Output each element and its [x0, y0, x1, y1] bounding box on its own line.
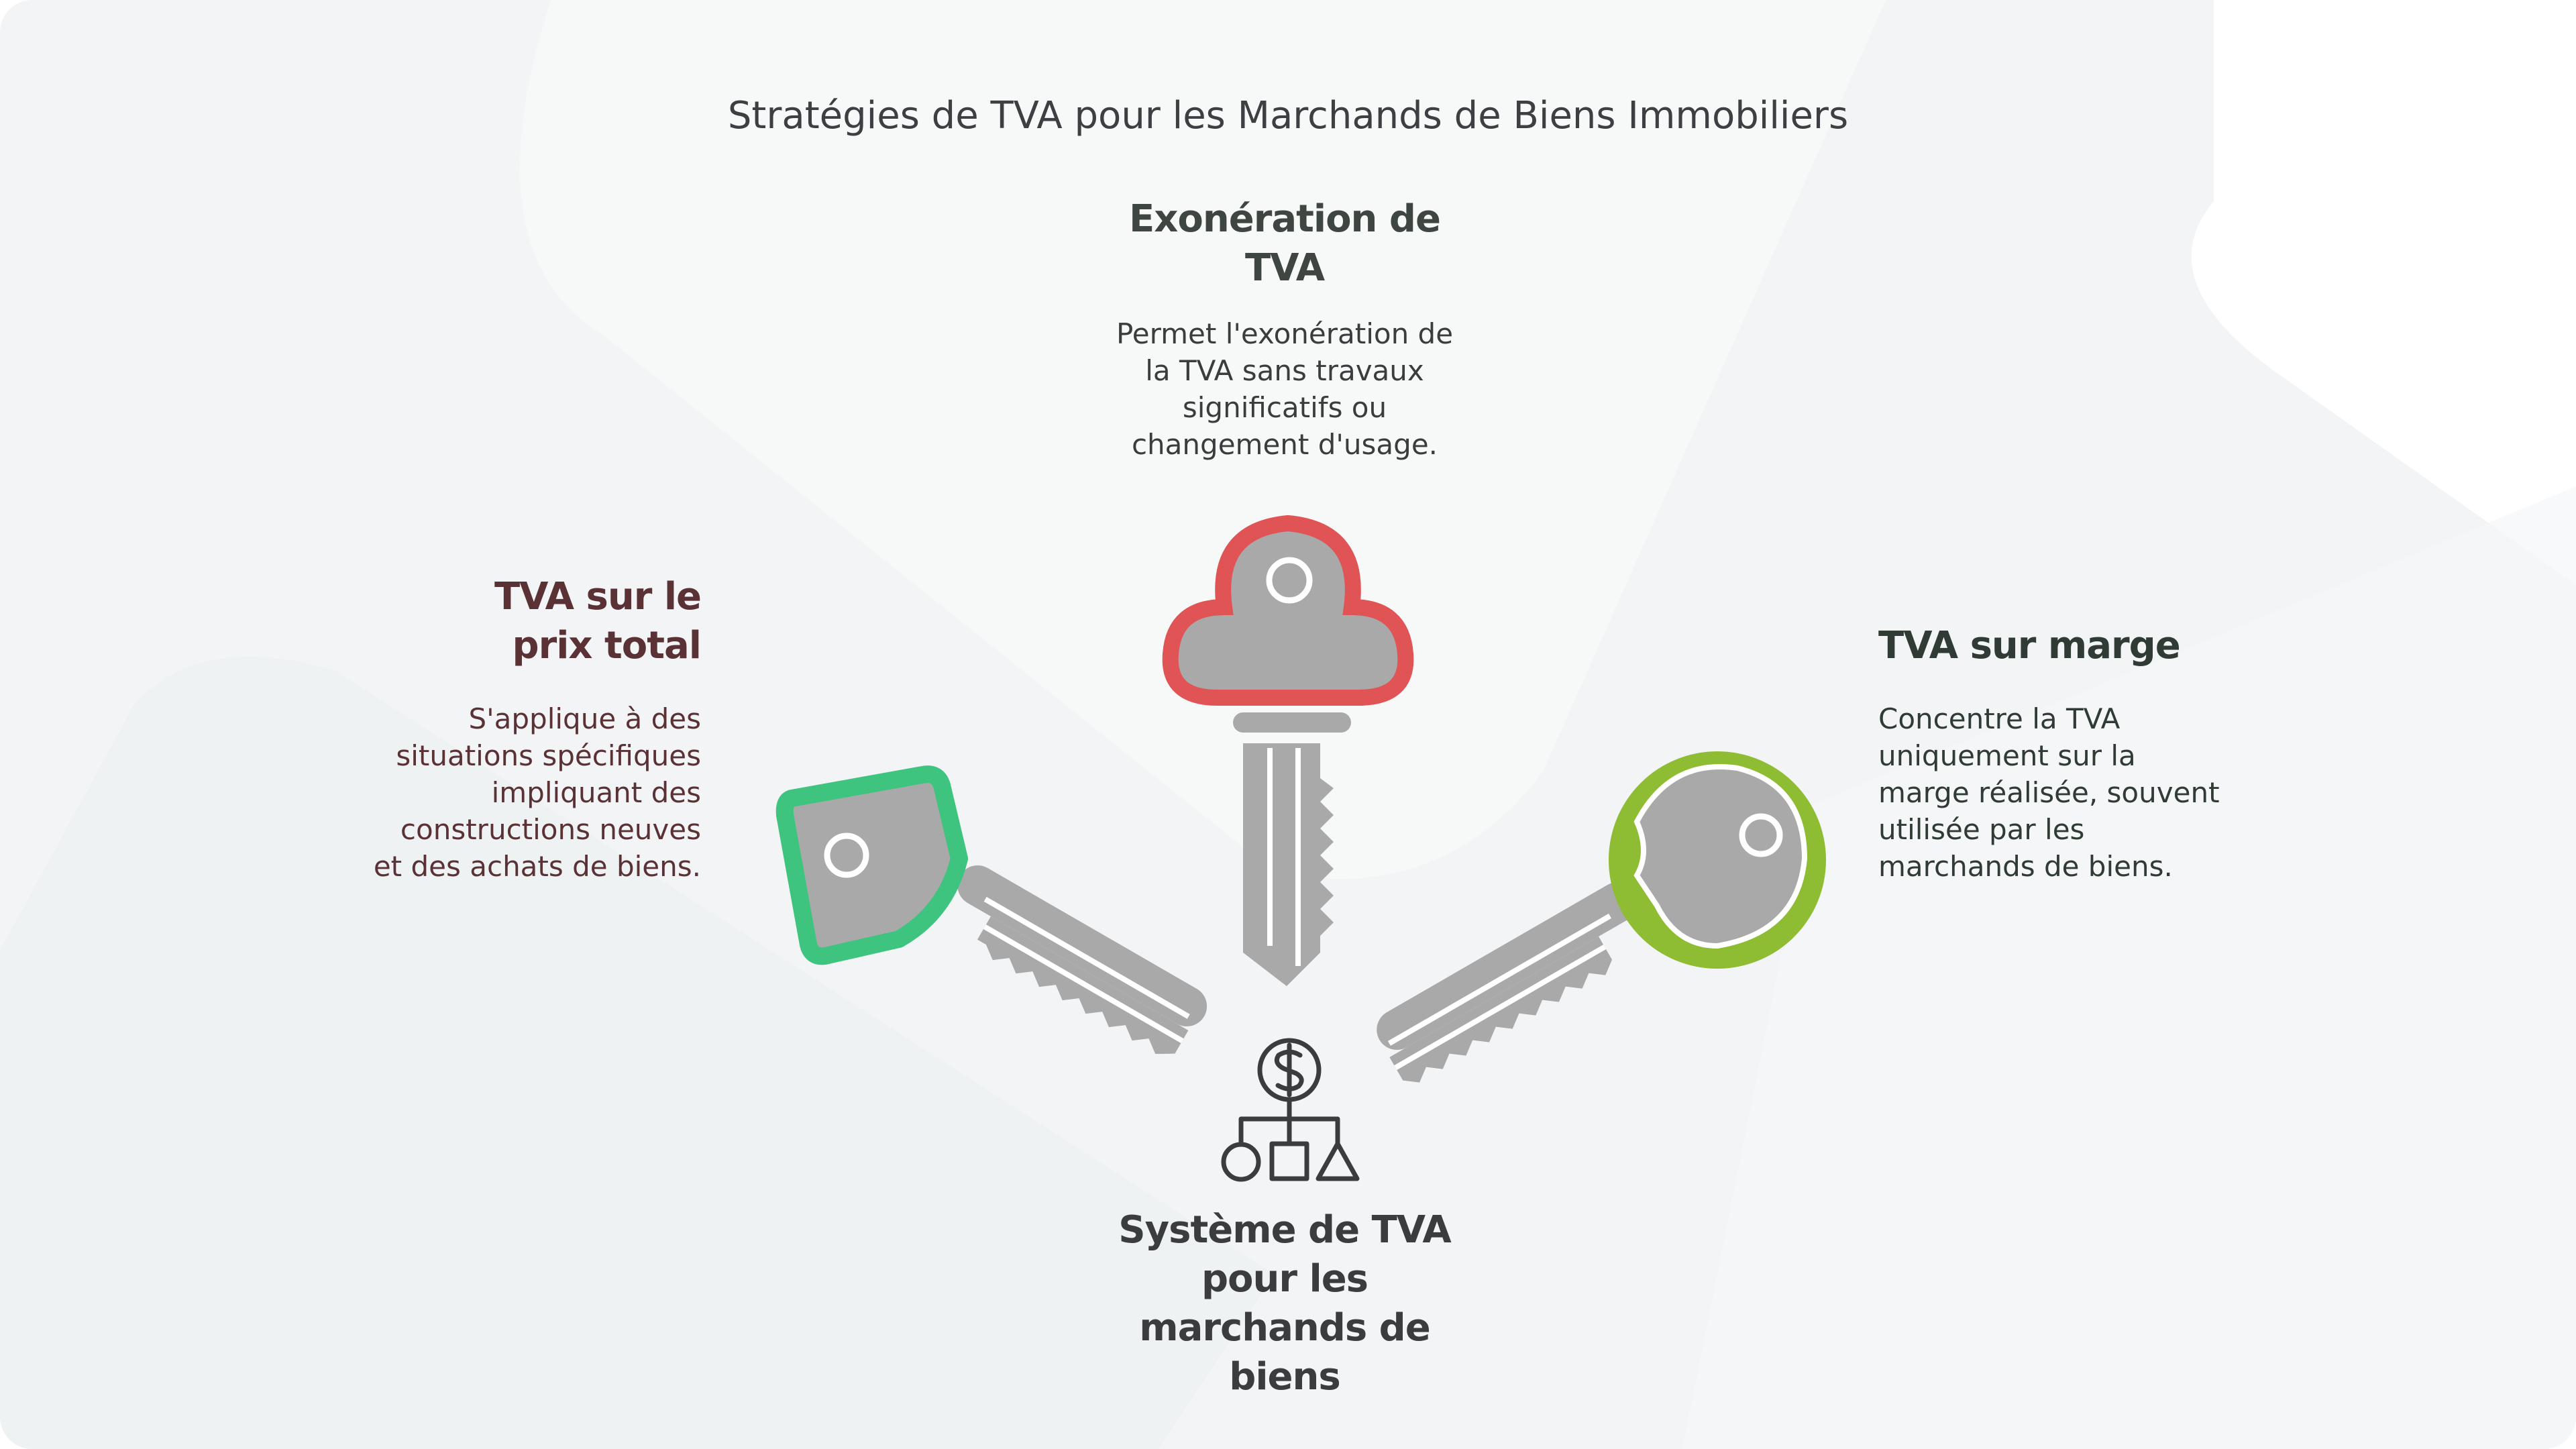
strategy-heading-top: Exonération de TVA [1129, 197, 1441, 290]
strategy-heading-left: TVA sur le prix total [494, 575, 702, 667]
strategy-description-left: S'applique à des situations spécifiques … [373, 702, 701, 883]
cloud-key-icon [1162, 515, 1414, 986]
square-key-icon [775, 765, 1208, 1055]
strategy-description-top: Permet l'exonération de la TVA sans trav… [1116, 317, 1454, 461]
diagram-title: Stratégies de TVA pour les Marchands de … [727, 94, 1849, 138]
round-key-icon [1377, 751, 1826, 1083]
strategy-heading-right: TVA sur marge [1878, 624, 2181, 667]
center-label: Système de TVA pour les marchands de bie… [1118, 1208, 1451, 1399]
strategy-description-right: Concentre la TVA uniquement sur la marge… [1878, 702, 2220, 883]
money-hierarchy-icon [1221, 1038, 1360, 1182]
